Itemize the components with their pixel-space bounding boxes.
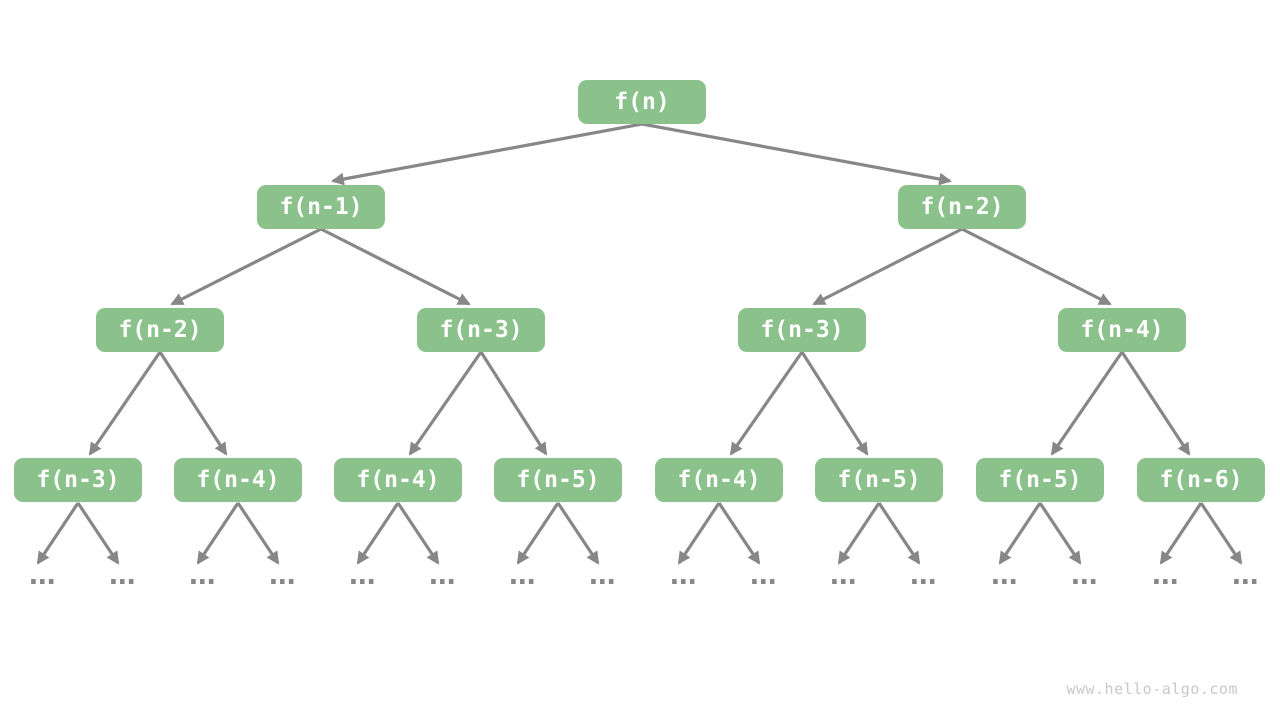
ellipsis-leaf: ...	[666, 558, 700, 591]
tree-node-L2-2: f(n-3)	[738, 308, 866, 352]
ellipsis-leaf: ...	[1067, 558, 1101, 591]
tree-node-L3-0: f(n-3)	[14, 458, 142, 502]
ellipsis-leaf: ...	[185, 558, 219, 591]
ellipsis-leaf: ...	[1148, 558, 1182, 591]
tree-node-L1-1: f(n-2)	[898, 185, 1026, 229]
ellipsis-leaf: ...	[906, 558, 940, 591]
tree-node-L3-5: f(n-5)	[815, 458, 943, 502]
ellipsis-leaf: ...	[585, 558, 619, 591]
ellipsis-leaf: ...	[265, 558, 299, 591]
tree-node-L2-0: f(n-2)	[96, 308, 224, 352]
ellipsis-leaf: ...	[746, 558, 780, 591]
tree-node-L3-2: f(n-4)	[334, 458, 462, 502]
ellipsis-leaf: ...	[505, 558, 539, 591]
tree-node-L3-3: f(n-5)	[494, 458, 622, 502]
ellipsis-leaf: ...	[1228, 558, 1262, 591]
ellipsis-leaf: ...	[345, 558, 379, 591]
tree-node-L3-4: f(n-4)	[655, 458, 783, 502]
ellipsis-leaf: ...	[826, 558, 860, 591]
tree-node-L1-0: f(n-1)	[257, 185, 385, 229]
tree-node-L3-1: f(n-4)	[174, 458, 302, 502]
ellipsis-leaf: ...	[987, 558, 1021, 591]
ellipsis-leaf: ...	[105, 558, 139, 591]
tree-node-L2-3: f(n-4)	[1058, 308, 1186, 352]
tree-node-L3-6: f(n-5)	[976, 458, 1104, 502]
tree-node-L0-0: f(n)	[578, 80, 706, 124]
ellipsis-leaf: ...	[25, 558, 59, 591]
tree-node-L2-1: f(n-3)	[417, 308, 545, 352]
watermark: www.hello-algo.com	[1066, 680, 1238, 698]
tree-node-L3-7: f(n-6)	[1137, 458, 1265, 502]
ellipsis-leaf: ...	[425, 558, 459, 591]
